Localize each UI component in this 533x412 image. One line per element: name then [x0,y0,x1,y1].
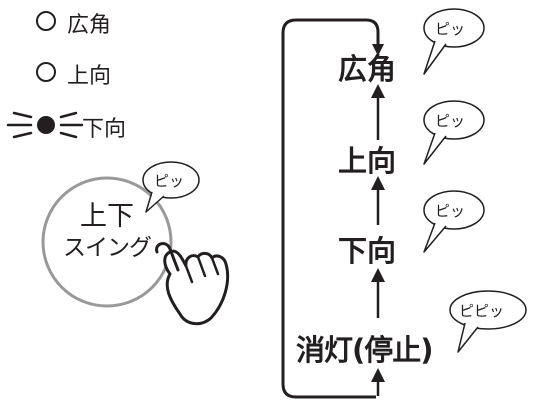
button-sound-bubble [142,161,200,213]
step-sound-text: ピッ [435,20,466,38]
step-sound-text: ピッ [435,202,466,220]
arrow-up-icon [371,84,385,140]
step-sound-bubble [449,290,527,353]
arrow-up-icon [371,368,385,396]
indicator-lamp-lit [6,111,84,139]
sequence-loop [281,18,384,399]
step-label-off: 消灯(停止) [296,333,434,367]
arrow-up-icon [371,176,385,225]
step-label-up: 上向 [338,144,397,178]
indicator-label-down: 下向 [82,117,127,142]
step-sound-bubble [423,190,485,253]
button-sound-text: ピッ [154,172,185,190]
arrow-up-icon [371,268,385,318]
step-sound-bubble [423,100,485,165]
indicator-label-wide: 広角 [67,13,112,38]
swing-button-ring [41,176,173,308]
step-label-wide: 広角 [338,52,397,86]
swing-button[interactable]: 上下 スイング [43,178,171,306]
step-sound-text: ピピッ [459,302,505,320]
step-sound-text: ピッ [435,112,466,130]
swing-button-label-top: 上下 [80,201,134,232]
step-sound-bubble [423,8,485,75]
indicator-lamp-off [36,11,56,31]
step-label-down: 下向 [338,234,397,268]
indicator-label-up: 上向 [67,64,112,89]
swing-button-label-bottom: スイング [63,235,152,261]
pointing-hand-icon [155,242,230,326]
indicator-lamp-off [36,62,56,82]
